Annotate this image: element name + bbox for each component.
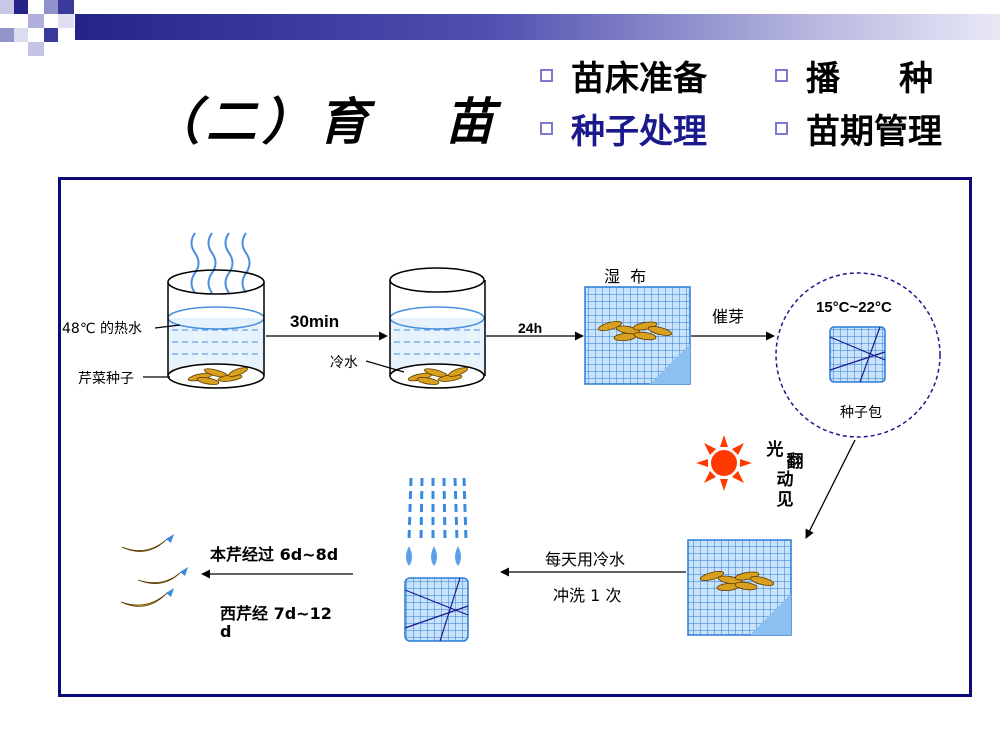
cold-water-label: 冷水 [330,355,358,371]
water-spray-icon [407,477,468,541]
germinate-label: 催芽 [712,307,745,326]
wet-cloth-icon [584,286,691,385]
seed-label: 芹菜种子 [78,371,134,387]
steam-icon [190,232,251,294]
celery-seeds-icon [597,321,673,342]
square-bullet-icon [775,121,788,135]
square-bullet-icon [540,121,553,135]
temperature-label: 15°C~22°C [816,299,892,316]
seed-bag-circle [775,272,941,438]
move-see-label: 动见 [776,470,794,510]
menu-item-sowing[interactable]: 播 种 [775,55,933,99]
light-label: 光 [766,440,784,460]
menu-label: 苗床准备 [571,58,707,99]
water-drops-icon [406,546,461,566]
sun-icon [696,435,752,491]
rinsed-seed-bag-icon [404,577,469,642]
arrow-step4 [805,439,856,539]
title-gradient-bar [75,14,1000,40]
daily-rinse-line1: 每天用冷水 [545,550,626,569]
diagram-frame [58,177,972,697]
native-celery-label: 本芹经过 6d~8d [210,545,339,564]
menu-label: 苗期管理 [806,111,942,152]
celery-seeds-icon [407,367,468,385]
western-celery-line1: 西芹经 7d~12 [220,604,332,623]
hot-water-beaker [167,269,265,389]
wet-cloth-label: 湿 布 [604,267,647,286]
cold-water-beaker [389,267,486,389]
menu-label: 播 种 [806,58,934,99]
turn-label: 翻 [786,452,804,472]
menu-label: 种子处理 [571,111,707,152]
daily-rinse-line2: 冲洗 1 次 [553,586,622,605]
step2-time-label: 24h [518,320,543,336]
sprouting-cloth-icon [687,539,792,636]
menu-item-seed-treatment[interactable]: 种子处理 [540,108,707,152]
square-bullet-icon [775,68,788,82]
square-bullet-icon [540,68,553,82]
seed-bag-label: 种子包 [840,405,882,421]
hot-water-label: 48℃ 的热水 [62,321,142,337]
step1-time-label: 30min [290,312,340,331]
sprouted-seeds-icon [120,534,188,607]
slide-title: （二）育 苗 [150,92,501,151]
menu-item-seedling-management[interactable]: 苗期管理 [775,108,942,152]
western-celery-line2: d [220,622,232,641]
menu-item-seedbed-prep[interactable]: 苗床准备 [540,55,707,99]
celery-seeds-icon [187,367,248,385]
celery-seeds-icon [699,571,775,592]
